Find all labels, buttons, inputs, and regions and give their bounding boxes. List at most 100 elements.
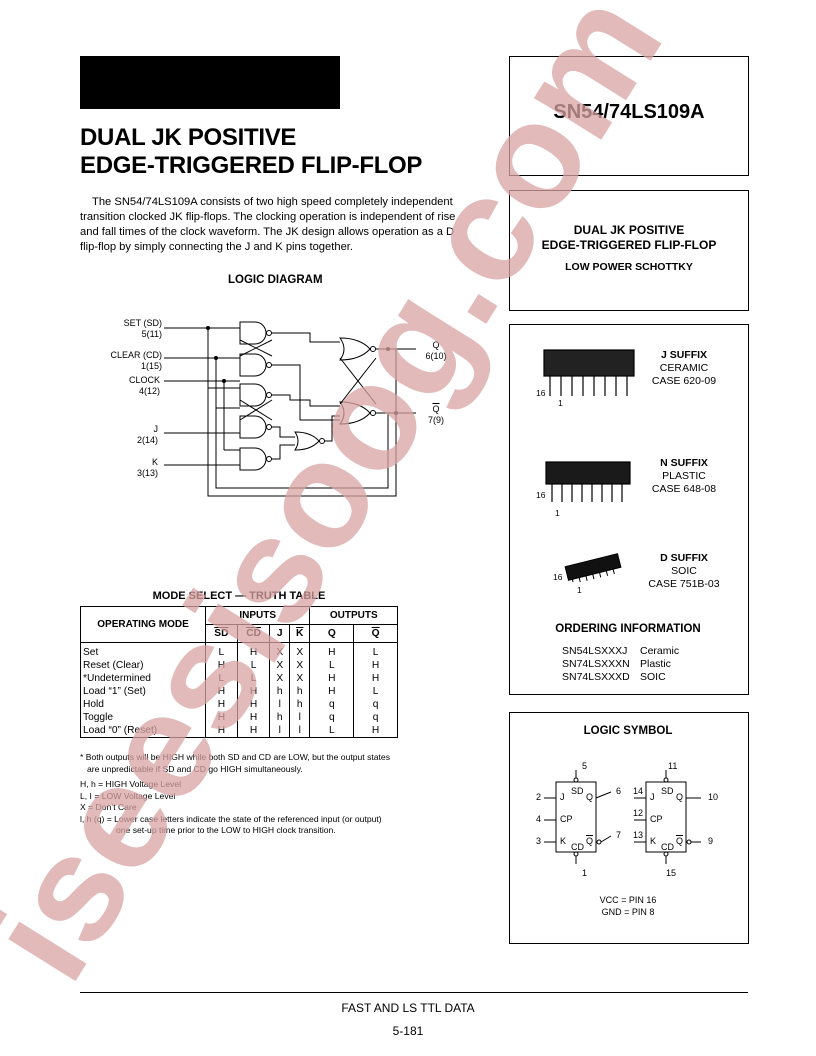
cell-value: X [269,672,290,685]
header-black-bar [80,56,340,109]
footer-title: FAST AND LS TTL DATA [341,1001,475,1015]
input-clock-label: CLOCK 4(12) [94,375,160,397]
note-line: X = Don’t Care [80,802,137,812]
page-number: 5-181 [392,1024,424,1038]
d-package-image [564,553,622,582]
note-line: H, h = HIGH Voltage Level [80,779,182,789]
part-number-box: SN54/74LS109A [509,56,749,176]
logic-diagram [164,321,416,497]
output-name: Q [432,340,440,350]
vcc-note: VCC = PIN 16 [599,895,657,905]
logic-diagram-heading: LOGIC DIAGRAM [228,274,323,286]
n-package-image [545,461,631,502]
cell-value: H [236,698,271,711]
input-pin: 4(12) [138,386,160,396]
cell-mode: Hold [80,698,206,711]
part-number: SN54/74LS109A [553,101,705,123]
ls-left-q-pin: 6 [616,786,622,796]
ordering-heading: ORDERING INFORMATION [555,623,701,635]
cell-value: L [205,672,238,685]
ls-right-qbar-pin: 9 [708,836,714,846]
package-case: CASE 751B-03 [648,578,720,590]
cell-value: H [205,659,238,672]
package-case: CASE 648-08 [651,483,717,495]
page-title: DUAL JK POSITIVE EDGE-TRIGGERED FLIP-FLO… [80,124,422,180]
ls-right-k-pin: 13 [633,830,644,840]
output-qbar-label: Q 7(9) [416,404,456,426]
cell-value: L [309,724,355,738]
cell-value: H [205,724,238,738]
ls-left-q-label: Q [586,792,594,802]
cell-value: X [288,659,311,672]
cell-value: X [269,642,290,659]
ordering-package: Ceramic [640,645,680,657]
ls-right-top-pin: 11 [668,761,678,771]
cell-value: L [236,659,271,672]
j-pin-16-label: 16 [536,388,546,398]
cell-value: h [269,685,290,698]
package-case: CASE 620-09 [651,375,717,387]
input-name: SET (SD) [123,318,162,328]
ls-right-bottom-pin: 15 [666,868,677,878]
d-pin-1-label: 1 [577,585,582,595]
cell-value: H [205,711,238,724]
ls-right-j-pin: 14 [633,786,644,796]
col-j: J [269,624,290,643]
cell-value: q [353,698,398,711]
ls-left-top-pin: 5 [582,761,588,771]
power-pin-notes: VCC = PIN 16 GND = PIN 8 [509,894,747,918]
col-sd: SD [205,624,238,643]
intro-line: flip-flop by simply connecting the J and… [80,241,354,253]
note-line: one set-up time prior to the LOW to HIGH… [116,825,336,835]
ordering-package: SOIC [640,671,666,683]
col-qbar: Q [353,624,398,643]
cell-value: X [288,642,311,659]
n-pin-16-label: 16 [536,490,546,500]
cell-value: l [288,711,311,724]
cell-mode: Set [80,642,206,659]
output-pin: 7(9) [427,415,444,425]
nand-gate-2 [239,353,272,377]
ls-left-k-label: K [560,836,567,846]
cell-value: q [309,711,355,724]
cell-value: L [309,659,355,672]
input-pin: 2(14) [136,435,158,445]
logic-symbol-diagram [544,770,701,864]
description-line: DUAL JK POSITIVE [573,223,685,237]
truth-table-notes: * Both outputs will be HIGH while both S… [80,752,410,837]
cell-value: l [269,724,290,738]
ls-right-j-label: J [650,792,655,802]
input-name: CLEAR (CD) [110,350,162,360]
cell-value: L [236,672,271,685]
j-suffix-info: J SUFFIX CERAMIC CASE 620-09 [632,349,736,388]
ls-left-qbar-pin: 7 [616,830,622,840]
cell-value: H [309,672,355,685]
description-box: DUAL JK POSITIVE EDGE-TRIGGERED FLIP-FLO… [509,190,749,311]
ordering-part: SN54LSXXXJ [562,645,628,657]
d-pin-16-label: 16 [553,572,563,582]
or-gate-1 [339,337,376,361]
or-gate-3 [294,431,325,451]
cell-mode: Reset (Clear) [80,659,206,672]
col-operating-mode: OPERATING MODE [80,606,206,643]
cell-value: H [236,724,271,738]
cell-value: L [353,642,398,659]
intro-line: transition clocked JK flip-flops. The cl… [80,211,456,223]
intro-line: and fall times of the clock waveform. Th… [80,226,455,238]
nand-gate-4 [239,415,272,439]
ls-right-qbar-label: Q [676,836,684,846]
intro-line: The SN54/74LS109A consists of two high s… [92,196,453,208]
col-group-outputs: OUTPUTS [309,606,398,625]
output-name: Q [432,404,440,414]
ls-left-sd-label: SD [571,786,584,796]
cell-value: h [288,698,311,711]
ls-left-j-label: J [560,792,565,802]
package-material: PLASTIC [662,470,706,482]
output-q-label: Q 6(10) [416,340,456,362]
